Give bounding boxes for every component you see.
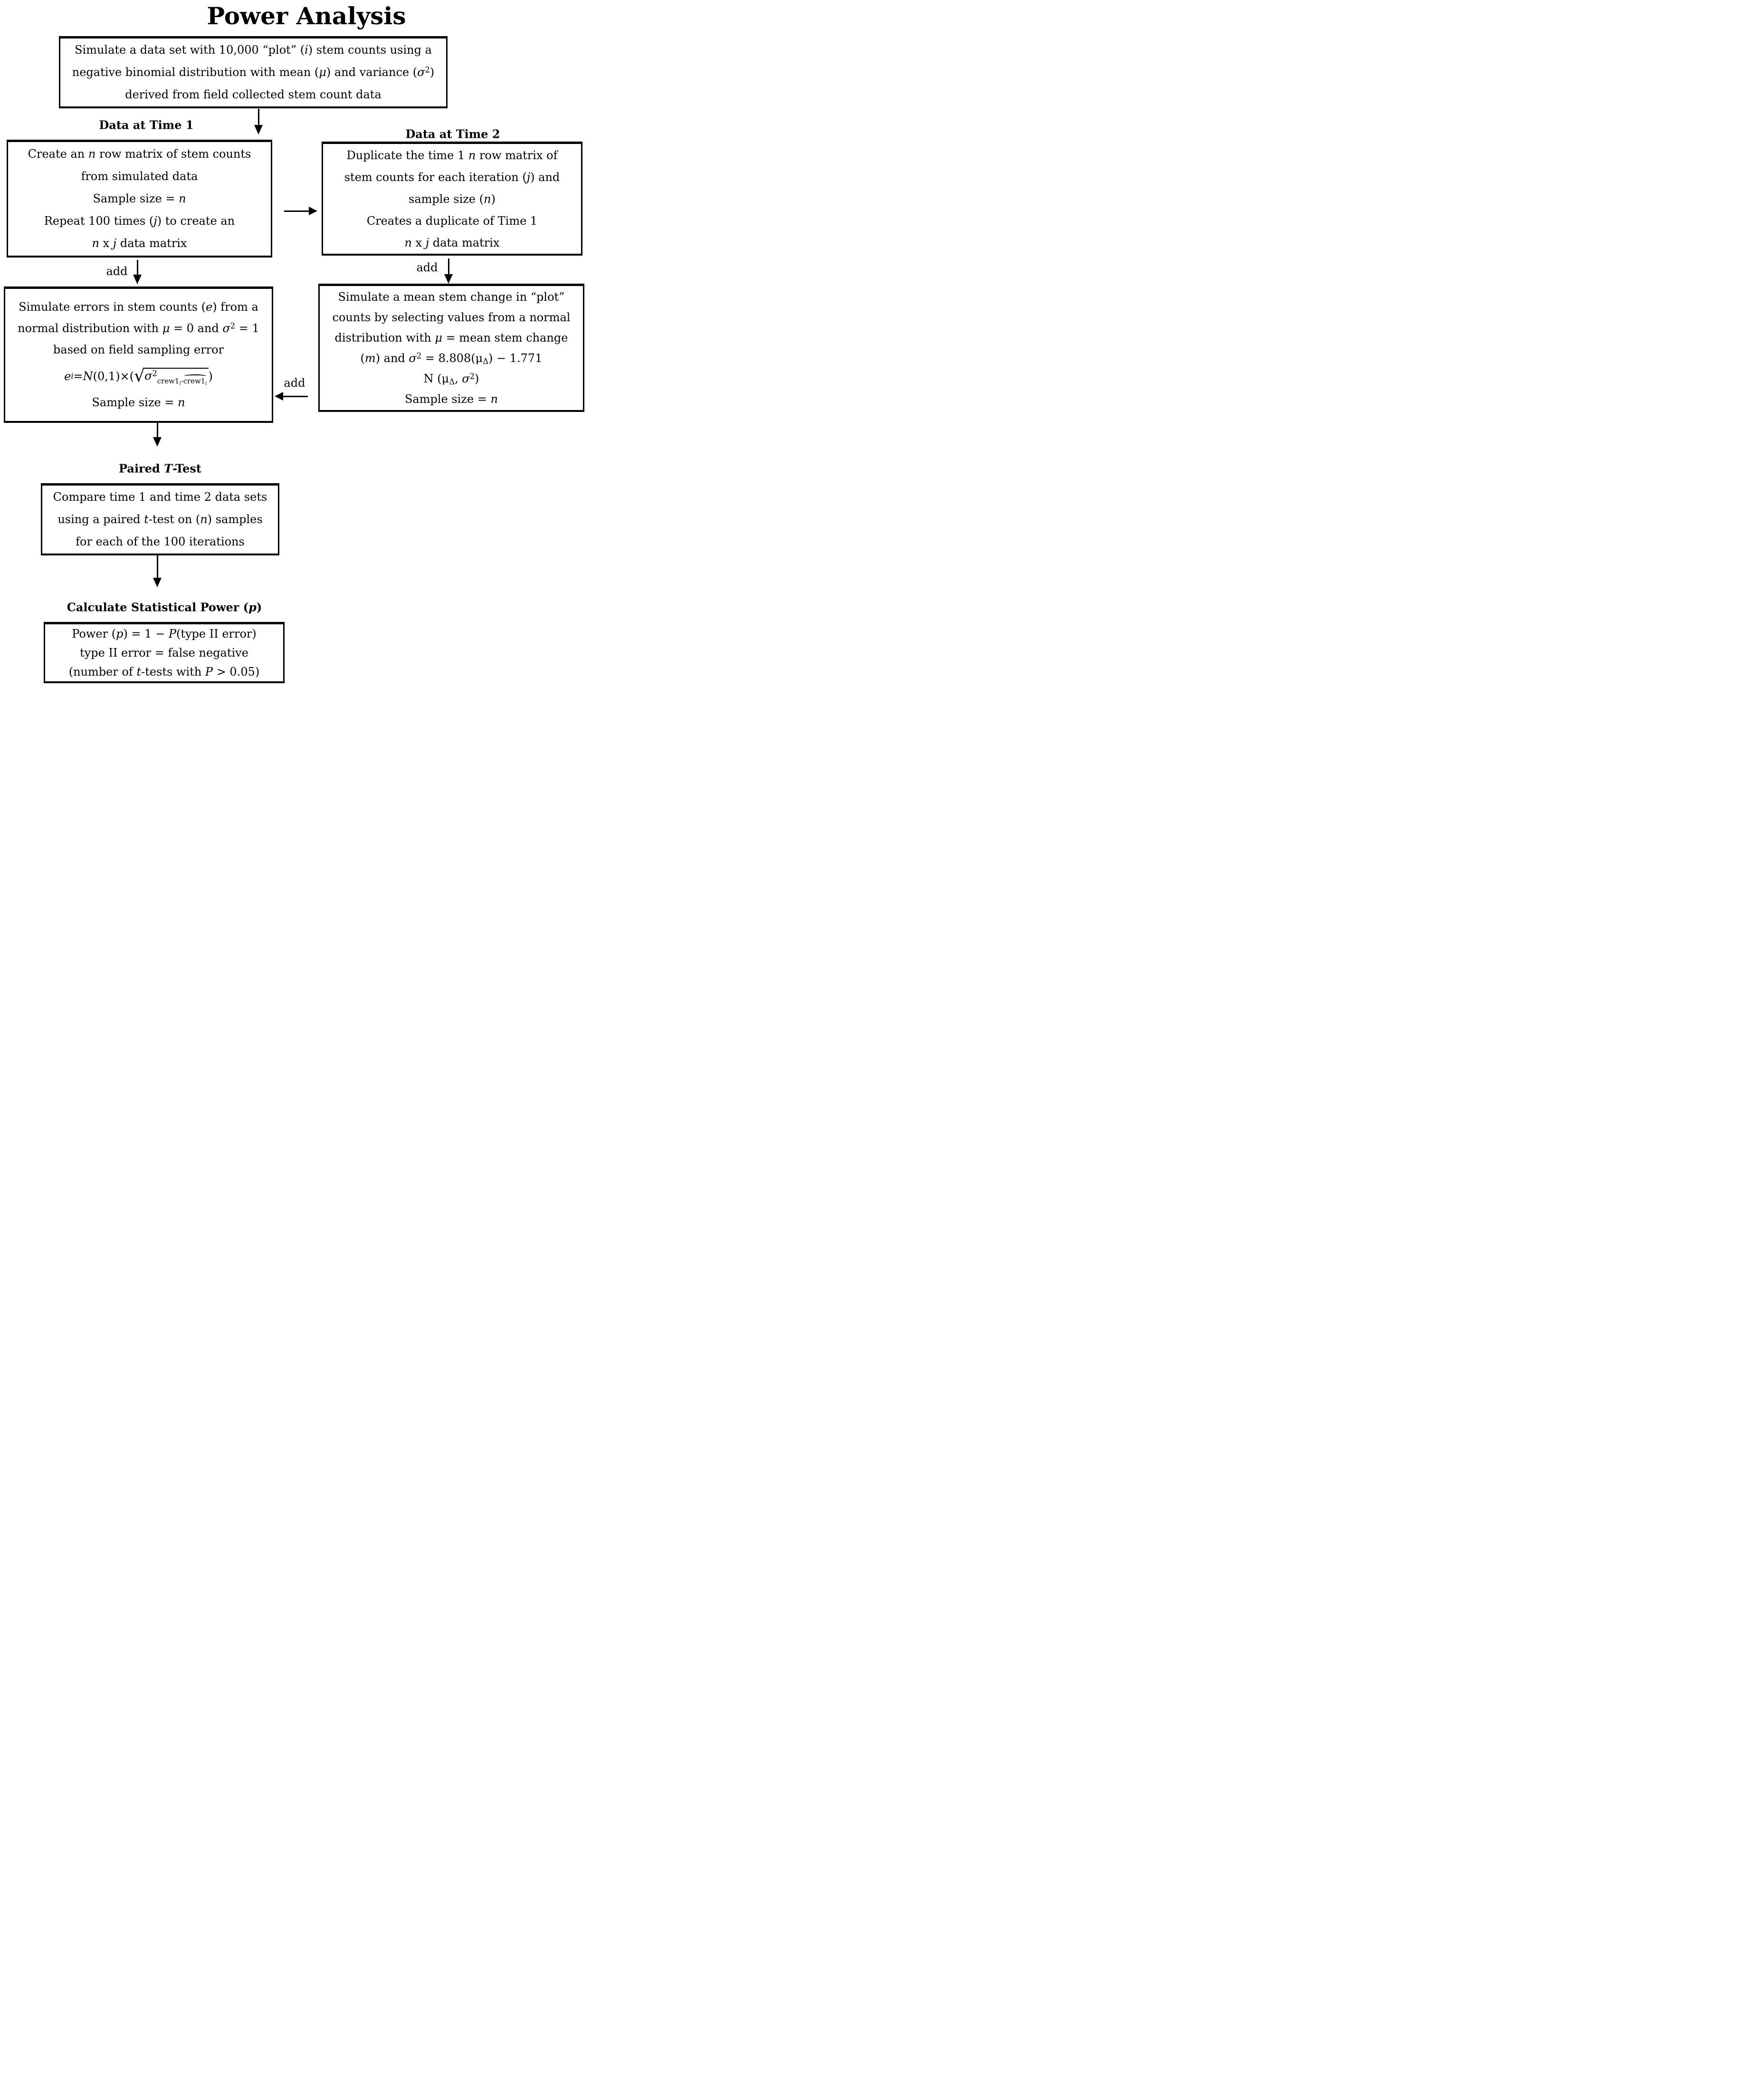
text-line: Sample size = n (92, 396, 185, 409)
text-line: negative binomial distribution with mean… (72, 65, 435, 79)
time2-matrix-box: Duplicate the time 1 n row matrix of ste… (322, 142, 582, 256)
text-line: N (μΔ, σ2) (423, 372, 479, 386)
power-analysis-flowchart: Power Analysis Simulate a data set with … (0, 0, 588, 697)
text-line: Simulate errors in stem counts (e) from … (19, 300, 258, 314)
data-time1-label: Data at Time 1 (99, 118, 194, 132)
text-line: based on field sampling error (53, 343, 224, 356)
data-time2-label: Data at Time 2 (405, 127, 500, 141)
time1-matrix-box: Create an n row matrix of stem counts fr… (7, 140, 272, 258)
text-line: Duplicate the time 1 n row matrix of (346, 148, 558, 162)
text-line: using a paired t-test on (n) samples (57, 513, 263, 526)
text-line: n x j data matrix (92, 237, 187, 250)
calc-power-label: Calculate Statistical Power (p) (67, 600, 262, 614)
arrow-line (157, 555, 158, 578)
text-line: Sample size = n (404, 392, 498, 406)
text-line: n x j data matrix (404, 236, 500, 249)
text-line: normal distribution with μ = 0 and σ2 = … (18, 321, 259, 335)
arrow-head-icon (153, 578, 162, 587)
text-line: (number of t-tests with P > 0.05) (68, 665, 260, 678)
text-line: Create an n row matrix of stem counts (28, 147, 251, 161)
arrow-line (157, 423, 158, 438)
text-line: stem counts for each iteration (j) and (344, 170, 560, 184)
arrow-line (258, 109, 259, 125)
add-label-left: add (106, 265, 128, 278)
text-line: Sample size = n (93, 192, 186, 205)
arrow-head-icon (153, 437, 162, 447)
text-line: Creates a duplicate of Time 1 (366, 214, 538, 228)
simulate-errors-box: Simulate errors in stem counts (e) from … (4, 286, 273, 423)
add-label-mid: add (284, 376, 305, 390)
paired-ttest-box: Compare time 1 and time 2 data sets usin… (41, 483, 279, 555)
mean-stem-change-box: Simulate a mean stem change in “plot” co… (318, 284, 584, 412)
text-line: distribution with μ = mean stem change (334, 331, 568, 344)
text-line: type II error = false negative (80, 646, 248, 659)
text-line: derived from field collected stem count … (125, 88, 381, 101)
text-line: from simulated data (81, 170, 198, 183)
text-line: Compare time 1 and time 2 data sets (53, 490, 267, 504)
add-label-right: add (416, 261, 438, 274)
arrow-line (284, 210, 309, 212)
simulate-dataset-box: Simulate a data set with 10,000 “plot” (… (59, 36, 448, 108)
text-line: (m) and σ2 = 8.808(μΔ) − 1.771 (360, 351, 543, 366)
arrow-line (283, 396, 308, 397)
text-line: counts by selecting values from a normal (332, 310, 571, 324)
arrow-head-icon (254, 125, 263, 134)
text-line: Power (p) = 1 − P(type II error) (72, 627, 257, 640)
text-line: for each of the 100 iterations (76, 535, 245, 548)
text-line: Repeat 100 times (j) to create an (44, 214, 235, 228)
arrow-line (448, 258, 449, 274)
page-title: Power Analysis (207, 2, 406, 30)
power-calc-box: Power (p) = 1 − P(type II error) type II… (44, 622, 285, 683)
text-line: Simulate a data set with 10,000 “plot” (… (75, 43, 432, 57)
text-line: Simulate a mean stem change in “plot” (338, 290, 565, 304)
paired-ttest-label: Paired T-Test (119, 461, 201, 476)
arrow-head-icon (133, 275, 142, 284)
text-line: sample size (n) (409, 192, 496, 206)
arrow-head-icon (309, 207, 317, 215)
arrow-line (137, 260, 138, 275)
arrow-head-icon (275, 392, 283, 401)
arrow-head-icon (444, 274, 453, 284)
